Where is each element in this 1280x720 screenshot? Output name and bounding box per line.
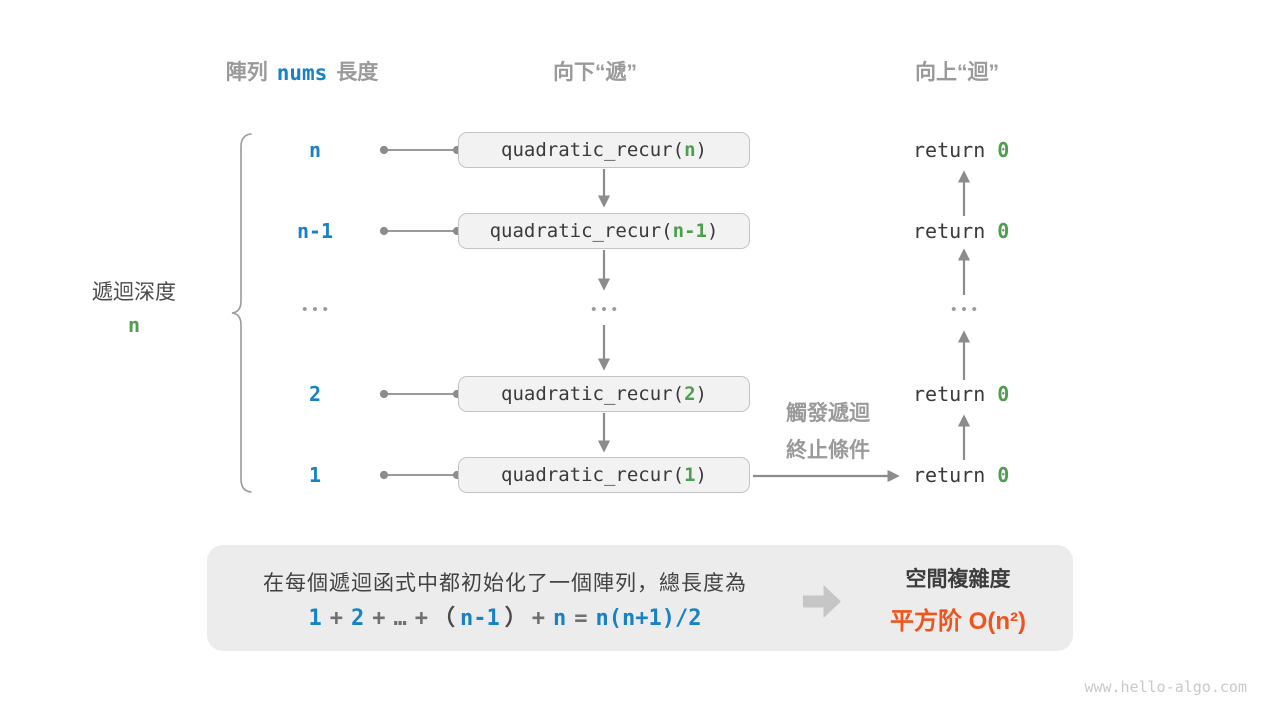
row-label-n-1: n-1 (296, 219, 334, 243)
header-return-up: 向上“迴” (915, 61, 999, 84)
complexity-title: 空間複雜度 (905, 568, 1011, 591)
header-array-post: 長度 (336, 61, 379, 84)
call-prefix: quadratic_recur( (501, 139, 685, 161)
call-arg: n-1 (672, 220, 707, 242)
call-box-2: quadratic_recur(2) (458, 376, 750, 412)
return-keyword: return (913, 219, 998, 243)
complexity-value: 平方阶 O(n²) (890, 608, 1026, 635)
summary-panel (207, 545, 1073, 651)
call-suffix: ) (695, 383, 707, 405)
watermark: www.hello-algo.com (1084, 678, 1247, 696)
formula-operator: + (414, 606, 428, 631)
ellipsis-returns: ••• (951, 301, 982, 318)
return-keyword: return (913, 138, 998, 162)
call-arg: n (684, 139, 696, 161)
formula-operator: + (329, 606, 343, 631)
call-box-1: quadratic_recur(1) (458, 457, 750, 493)
formula-term: 2 (351, 606, 365, 631)
return-value: 0 (997, 382, 1010, 406)
header-array-pre: 陣列 (225, 61, 268, 84)
row-label-1: 1 (308, 463, 322, 487)
formula-ellipsis: … (393, 606, 407, 631)
return-1: return 0 (913, 462, 1009, 488)
formula-result: n(n+1)/2 (595, 606, 702, 631)
call-arg: 1 (684, 464, 696, 486)
formula-operator: = (574, 606, 588, 631)
summary-formula: 1+2+…+（n-1）+n=n(n+1)/2 (227, 600, 783, 632)
row-label-2: 2 (308, 382, 322, 406)
call-box-n: quadratic_recur(n) (458, 132, 750, 168)
summary-text: 在每個遞迴函式中都初始化了一個陣列，總長度為 (263, 572, 747, 595)
header-recurse-down: 向下“遞” (553, 61, 637, 84)
call-suffix: ) (695, 464, 707, 486)
call-prefix: quadratic_recur( (501, 464, 685, 486)
call-suffix: ) (695, 139, 707, 161)
label-connectors (379, 145, 462, 480)
ellipsis-labels: ••• (302, 301, 333, 318)
row-label-n: n (308, 138, 322, 162)
return-value: 0 (997, 463, 1010, 487)
formula-paren: （ (433, 605, 456, 630)
recursion-depth-value: n (127, 313, 141, 337)
base-case-note-line1: 觸發遞迴 (786, 402, 870, 425)
base-case-note-line2: 終止條件 (786, 439, 870, 462)
formula-term: n-1 (460, 606, 500, 631)
call-prefix: quadratic_recur( (489, 220, 673, 242)
call-prefix: quadratic_recur( (501, 383, 685, 405)
formula-operator: + (531, 606, 546, 631)
call-arg: 2 (684, 383, 696, 405)
return-value: 0 (997, 138, 1010, 162)
header-array-length: 陣列 nums 長度 (197, 59, 407, 87)
ellipsis-calls: ••• (591, 301, 622, 318)
depth-brace (231, 133, 252, 493)
formula-operator: + (372, 606, 386, 631)
return-2: return 0 (913, 381, 1009, 407)
return-keyword: return (913, 463, 998, 487)
header-array-code: nums (276, 61, 328, 85)
return-n: return 0 (913, 137, 1009, 163)
formula-paren: ） (504, 605, 527, 630)
recursion-depth-label: 遞迴深度 n (58, 281, 210, 337)
return-value: 0 (997, 219, 1010, 243)
formula-term: n (553, 606, 567, 631)
call-box-n-1: quadratic_recur(n-1) (458, 213, 750, 249)
return-keyword: return (913, 382, 998, 406)
formula-term: 1 (308, 606, 322, 631)
recursion-depth-text: 遞迴深度 (92, 281, 176, 304)
call-suffix: ) (706, 220, 719, 242)
base-case-note: 觸發遞迴 終止條件 (776, 395, 880, 469)
return-n-1: return 0 (913, 218, 1009, 244)
